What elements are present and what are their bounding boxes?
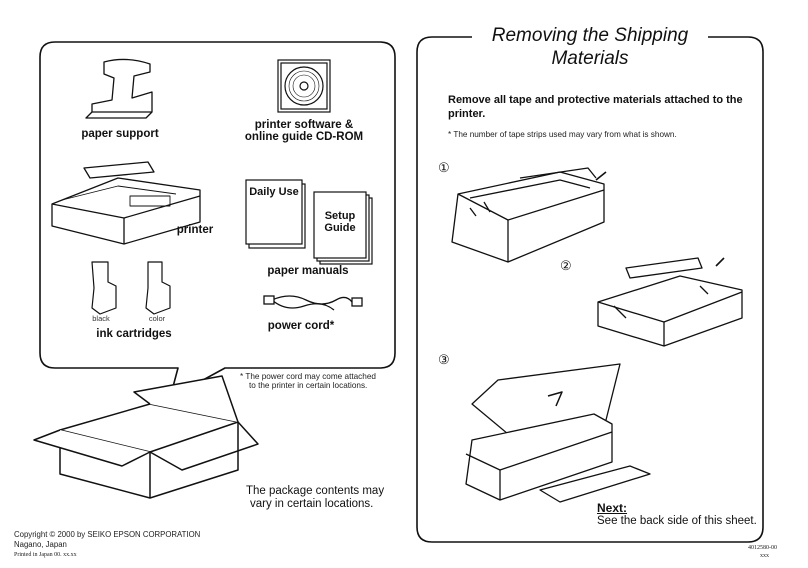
part-number: 4012580-00 xyxy=(748,545,777,551)
printer-icon xyxy=(51,161,201,245)
package-box-icon xyxy=(33,375,259,499)
printed-date-text: Printed in Japan 00. xx.xx xyxy=(14,552,77,558)
location-text: Nagano, Japan xyxy=(14,540,67,549)
black-cartridge-label: black xyxy=(92,314,110,323)
power-cord-note-line2: to the printer in certain locations. xyxy=(249,381,368,390)
paper-support-icon xyxy=(85,58,153,119)
ink-cartridges-icon xyxy=(91,261,171,315)
step1-printer-illustration xyxy=(451,167,607,263)
package-note-line2: vary in certain locations. xyxy=(250,498,374,510)
printer-label: printer xyxy=(176,224,214,236)
step-1-marker: ① xyxy=(438,160,450,175)
ink-cartridges-label: ink cartridges xyxy=(96,328,172,340)
step-2-marker: ② xyxy=(560,258,572,273)
color-cartridge-label: color xyxy=(148,314,166,323)
step2-printer-illustration xyxy=(597,257,743,347)
power-cord-icon xyxy=(263,295,363,311)
tape-strips-note: * The number of tape strips used may var… xyxy=(448,130,677,139)
power-cord-label: power cord* xyxy=(267,320,335,332)
instructions-panel-frame xyxy=(416,36,764,543)
copyright-text: Copyright © 2000 by SEIKO EPSON CORPORAT… xyxy=(14,530,201,539)
setup-guide-title-line2: Guide xyxy=(324,222,356,234)
daily-use-manual-title: Daily Use xyxy=(249,186,299,198)
cd-rom-label-line1: printer software & xyxy=(254,119,354,131)
section-title-line2: Materials xyxy=(551,48,629,69)
paper-manuals-label: paper manuals xyxy=(267,265,349,277)
cd-rom-label-line2: online guide CD-ROM xyxy=(244,131,364,143)
step3-printer-illustration xyxy=(465,363,651,503)
instruction-line1: Remove all tape and protective materials… xyxy=(448,94,743,106)
next-label: Next: xyxy=(597,501,628,515)
next-instruction: See the back side of this sheet. xyxy=(597,515,757,527)
section-title-line1: Removing the Shipping xyxy=(472,24,708,47)
step-3-marker: ③ xyxy=(438,352,450,367)
package-note-line1: The package contents may xyxy=(246,485,385,497)
cd-rom-icon xyxy=(277,59,331,113)
paper-support-label: paper support xyxy=(81,128,159,140)
power-cord-note-line1: * The power cord may come attached xyxy=(240,372,376,381)
instruction-line2: printer. xyxy=(448,108,486,120)
setup-guide-title-line1: Setup xyxy=(324,210,356,222)
manuals-icon xyxy=(245,179,373,265)
part-number-suffix: xxx xyxy=(760,553,769,559)
